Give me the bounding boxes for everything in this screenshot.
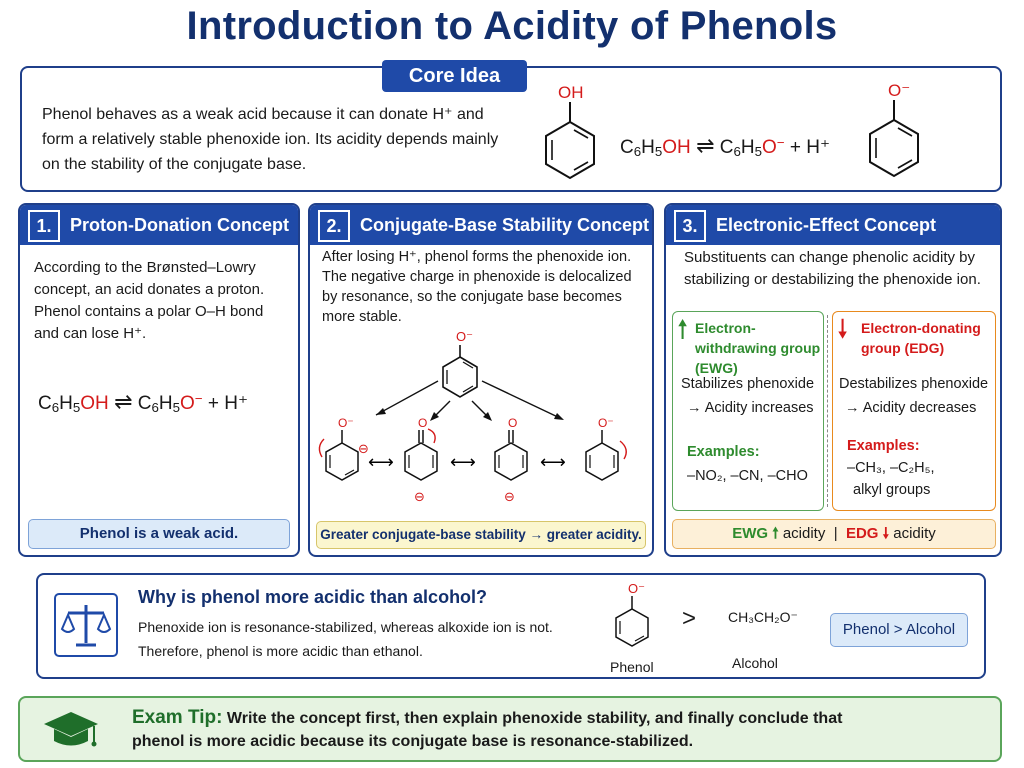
greater-than-sign: > (682, 605, 697, 632)
edg-effect1: Destabilizes phenoxide (839, 376, 989, 392)
edg-effect2: → Acidity decreases (845, 400, 977, 416)
phenol-structure: OH (545, 83, 595, 180)
panel-electronic-effect: 3.Electronic-Effect Concept Substituents… (664, 203, 1002, 557)
panel-proton-donation: 1.Proton-Donation Concept According to t… (18, 203, 300, 557)
ewg-effect1: Stabilizes phenoxide (681, 376, 815, 392)
comparison-question: Why is phenol more acidic than alcohol? (138, 587, 488, 607)
panel3-summary: EWG 🠕 acidity | EDG 🠗 acidity (672, 519, 996, 549)
comparison-result: Phenol > Alcohol (830, 613, 968, 647)
exam-tip-box: Exam Tip: Write the concept first, then … (18, 696, 1002, 762)
core-idea-text: Phenol behaves as a weak acid because it… (42, 106, 499, 173)
svg-text:O⁻: O⁻ (598, 416, 614, 430)
comparison-line1: Phenoxide ion is resonance-stabilized, w… (138, 619, 553, 635)
phenol-label: Phenol (610, 659, 654, 675)
comparison-line2: Therefore, phenol is more acidic than et… (138, 643, 423, 659)
svg-text:⟷: ⟷ (540, 452, 566, 473)
svg-text:O: O (508, 416, 517, 430)
panel-conjugate-base: 2.Conjugate-Base Stability Concept After… (308, 203, 654, 557)
resonance-diagram: O⁻ O⁻ ⊖ ⟷ O ⊖ ⟷ O ⊖ (318, 329, 627, 505)
svg-text:⊖: ⊖ (504, 490, 515, 505)
panel2-text: After losing H⁺, phenol forms the phenox… (322, 249, 632, 325)
svg-text:⟷: ⟷ (450, 452, 476, 473)
graduation-cap-icon (44, 712, 98, 747)
svg-text:O⁻: O⁻ (628, 581, 645, 596)
svg-text:⊖: ⊖ (358, 442, 369, 457)
phenoxide-structure: O⁻ (869, 81, 919, 178)
core-equation: C6H5OH ⇌ C6H5O− + H⁺ (620, 133, 830, 159)
ewg-box: 🠕 Electron-withdrawing group (EWG) Stabi… (672, 311, 824, 511)
panel2-summary: Greater conjugate-base stability → great… (316, 521, 646, 549)
exam-tip-text: Exam Tip: Write the concept first, then … (132, 707, 843, 750)
edg-box: 🠗 Electron-donating group (EDG) Destabil… (832, 311, 996, 511)
ewg-examples: –NO₂, –CN, –CHO (687, 468, 808, 484)
panel3-header: 3.Electronic-Effect Concept (666, 205, 1000, 245)
svg-text:O⁻: O⁻ (456, 329, 473, 344)
comparison-box: Why is phenol more acidic than alcohol? … (36, 573, 986, 679)
edg-title: Electron-donating group (EDG) (861, 320, 981, 356)
edg-examples-2: alkyl groups (853, 482, 931, 498)
panel1-text: According to the Brønsted–Lowry concept,… (34, 259, 265, 342)
alkoxide-formula: CH₃CH₂O⁻ (728, 609, 798, 625)
balance-scale-icon (54, 593, 118, 657)
svg-text:⊖: ⊖ (414, 490, 425, 505)
down-arrow-icon: 🠗 (837, 314, 849, 344)
ewg-title: Electron-withdrawing group (EWG) (695, 320, 821, 376)
edg-examples-label: Examples: (847, 438, 920, 454)
ewg-effect2: → Acidity increases (687, 400, 814, 416)
alcohol-label: Alcohol (732, 655, 778, 671)
svg-text:O: O (418, 416, 427, 430)
phenoxide-small-structure: O⁻ (615, 581, 649, 647)
svg-text:O⁻: O⁻ (338, 416, 354, 430)
o-minus-label: O⁻ (888, 81, 910, 100)
panel3-text: Substituents can change phenolic acidity… (684, 249, 981, 288)
page-title: Introduction to Acidity of Phenols (186, 4, 838, 48)
divider (827, 315, 828, 507)
up-arrow-icon: 🠕 (677, 314, 689, 344)
edg-examples: –CH₃, –C₂H₅, (847, 460, 935, 476)
panel1-header: 1.Proton-Donation Concept (20, 205, 298, 245)
panel1-equation: C6H5OH ⇌ C6H5O− + H⁺ (38, 389, 248, 415)
svg-text:⟷: ⟷ (368, 452, 394, 473)
oh-label: OH (558, 83, 584, 102)
core-idea-tag: Core Idea (382, 60, 527, 92)
panel1-summary: Phenol is a weak acid. (28, 519, 290, 549)
panel2-header: 2.Conjugate-Base Stability Concept (310, 205, 652, 245)
ewg-examples-label: Examples: (687, 444, 760, 460)
